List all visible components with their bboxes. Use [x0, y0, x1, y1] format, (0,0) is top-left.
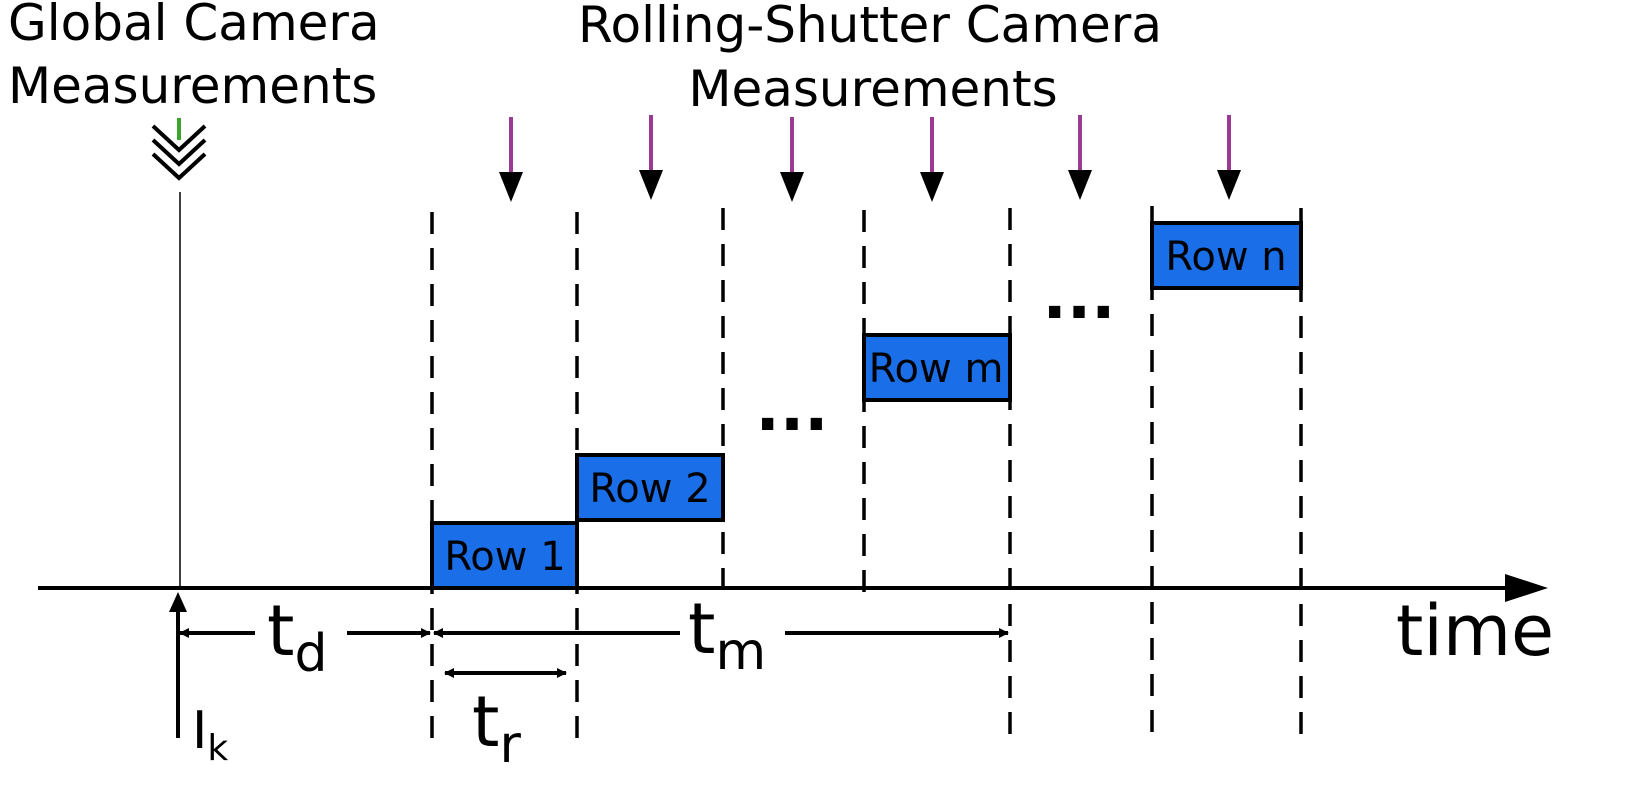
td-sub: d	[294, 624, 327, 684]
ik-main: I	[192, 701, 207, 761]
svg-text:tm: tm	[688, 588, 766, 682]
ik-sub: k	[207, 728, 228, 769]
time-axis-arrowhead	[1505, 574, 1548, 602]
rolling-measurement-arrows	[499, 115, 1241, 202]
rolling-arrow-3	[780, 117, 804, 202]
tm-sub: m	[715, 622, 766, 682]
ik-marker: Ik	[169, 592, 228, 769]
svg-text:td: td	[267, 590, 327, 684]
row-label-2: Row 2	[589, 466, 710, 512]
tm-main: t	[688, 588, 715, 670]
rolling-arrow-5	[1068, 115, 1092, 200]
tm-interval: tm	[433, 588, 1009, 682]
rolling-arrow-1	[499, 117, 523, 202]
svg-text:Ik: Ik	[192, 701, 228, 769]
row-boundaries	[430, 206, 1303, 752]
row-box-n: Row n	[1150, 221, 1303, 290]
row-label-1: Row 1	[444, 534, 565, 580]
ellipsis-1: ...	[756, 372, 829, 446]
time-axis-label: time	[1396, 590, 1554, 672]
rolling-arrow-6	[1217, 115, 1241, 200]
global-measurement-arrow	[151, 118, 207, 181]
row-box-m: Row m	[862, 333, 1012, 402]
row-box-1: Row 1	[430, 521, 579, 590]
row-label-m: Row m	[869, 346, 1004, 392]
svg-text:tr: tr	[472, 681, 521, 775]
td-main: t	[267, 590, 294, 672]
row-label-n: Row n	[1165, 234, 1286, 280]
rolling-arrow-2	[639, 115, 663, 200]
rolling-arrow-4	[920, 117, 944, 202]
ellipsis-2: ...	[1043, 260, 1116, 334]
rolling-title-line2: Measurements	[688, 60, 1057, 118]
row-box-2: Row 2	[575, 453, 725, 522]
tr-sub: r	[499, 715, 521, 775]
tr-main: t	[472, 681, 499, 763]
global-title-line1: Global Camera	[8, 0, 380, 52]
rolling-title-line1: Rolling-Shutter Camera	[578, 0, 1162, 54]
tr-interval: tr	[444, 668, 567, 775]
td-interval: td	[179, 590, 431, 684]
global-title-line2: Measurements	[8, 57, 377, 115]
